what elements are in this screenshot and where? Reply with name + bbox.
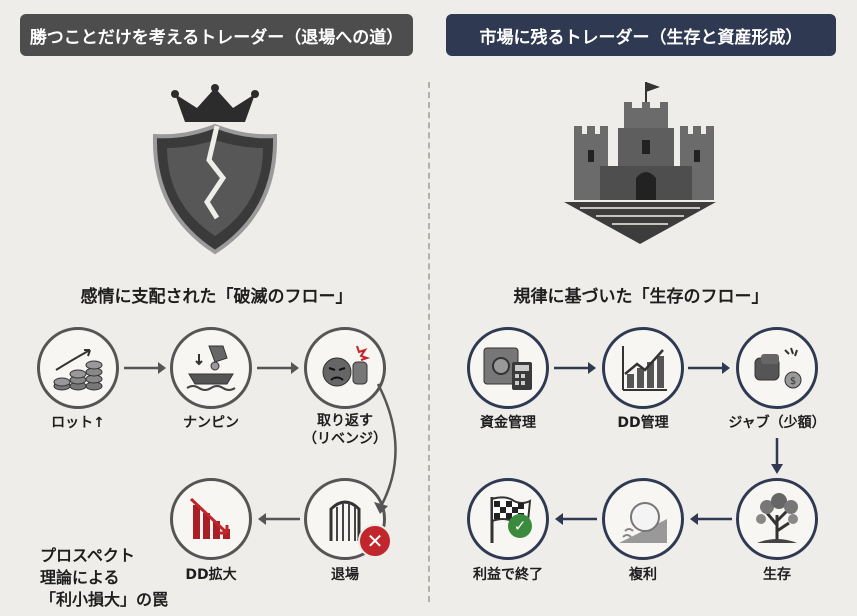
- arrow-survival-to-compound: [690, 513, 732, 525]
- exit-x-icon: ✕: [358, 524, 392, 558]
- right-subtitle: 規律に基づいた「生存のフロー」: [513, 287, 769, 307]
- tree-icon: [756, 493, 798, 543]
- survival-label: 生存: [763, 567, 791, 583]
- left-subtitle: 感情に支配された「破滅のフロー」: [80, 287, 353, 307]
- revenge-label: 取り返す （リベンジ）: [295, 412, 395, 448]
- nanpin-node: [170, 327, 252, 409]
- fist-coin-icon: $: [754, 347, 802, 389]
- profit-finish-node: [467, 478, 549, 560]
- money-mgmt-label: 資金管理: [480, 415, 536, 431]
- safe-calculator-icon: [483, 347, 532, 390]
- lot-up-label: ロット↑: [51, 415, 105, 431]
- compound-label: 複利: [629, 567, 657, 583]
- coins-growth-icon: [53, 349, 103, 391]
- arrow-money-to-dd: [554, 362, 596, 374]
- left-panel-header: 勝つことだけを考えるトレーダー（退場への道）: [20, 14, 413, 56]
- arrow-compound-to-profit: [555, 513, 597, 525]
- exit-gate-icon: [329, 500, 361, 541]
- check-badge-icon: ✓: [508, 514, 532, 538]
- right-panel-header: 市場に残るトレーダー（生存と資産形成）: [446, 14, 836, 56]
- rising-bars-icon: [622, 346, 667, 391]
- note-line2: 理論による: [40, 568, 120, 587]
- nanpin-label: ナンピン: [183, 415, 239, 431]
- arrow-jab-to-survival: [771, 438, 783, 474]
- revenge-node: [304, 327, 386, 409]
- prospect-theory-note: プロスペクト 理論による 「利小損大」の罠: [40, 545, 168, 611]
- angry-fist-icon: [322, 345, 371, 387]
- arrow-dd-to-jab: [688, 362, 730, 374]
- exit-label: 退場: [331, 567, 359, 583]
- arrow-lot-to-nanpin: [124, 362, 166, 374]
- center-divider: [428, 82, 430, 602]
- dd-mgmt-label: DD管理: [617, 415, 669, 431]
- arrow-revenge-to-exit: [374, 383, 397, 514]
- note-line1: プロスペクト: [40, 546, 135, 565]
- money-mgmt-node: [467, 327, 549, 409]
- revenge-label-line2: （リベンジ）: [303, 431, 387, 447]
- svg-text:$: $: [790, 376, 796, 387]
- arrow-nanpin-to-revenge: [257, 362, 299, 374]
- jab-label: ジャブ（少額）: [728, 415, 826, 431]
- dd-expand-node: [170, 478, 252, 560]
- broken-shield-crown-icon: [152, 84, 278, 255]
- castle-fortress-icon: [564, 82, 716, 244]
- lot-up-node: [37, 327, 119, 409]
- survival-node: [736, 478, 818, 560]
- arrow-exit-to-dd: [258, 513, 300, 525]
- profit-finish-label: 利益で終了: [473, 567, 543, 583]
- snowball-icon: [619, 502, 667, 543]
- revenge-label-line1: 取り返す: [317, 413, 373, 429]
- dd-expand-label: DD拡大: [185, 567, 237, 583]
- note-line3: 「利小損大」の罠: [40, 590, 169, 609]
- dd-mgmt-node: [602, 327, 684, 409]
- jab-node: $: [736, 327, 818, 409]
- compound-node: [602, 478, 684, 560]
- sinking-boat-icon: [186, 345, 236, 391]
- falling-bars-icon: [189, 497, 230, 539]
